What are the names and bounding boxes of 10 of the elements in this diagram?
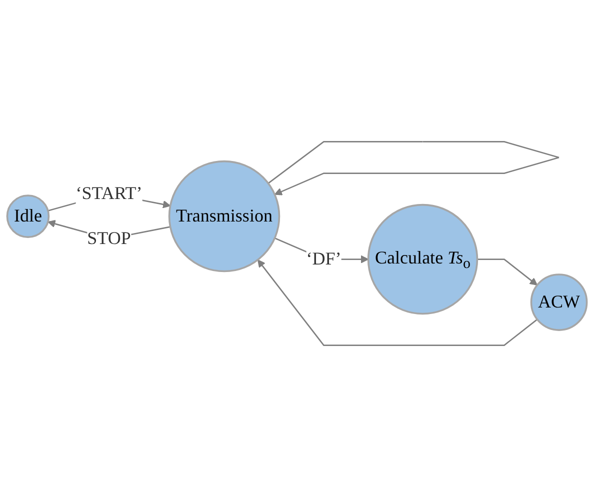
node-circle	[530, 274, 588, 331]
edge-label: ‘DF’	[306, 249, 342, 270]
edge-label: STOP	[87, 228, 131, 249]
node-circle	[6, 194, 50, 238]
edge-label: ‘START’	[76, 184, 142, 204]
arrow	[257, 259, 538, 346]
arrow	[477, 258, 538, 286]
arrow	[268, 141, 560, 196]
node-circle	[168, 160, 280, 272]
node-circle	[367, 204, 478, 315]
